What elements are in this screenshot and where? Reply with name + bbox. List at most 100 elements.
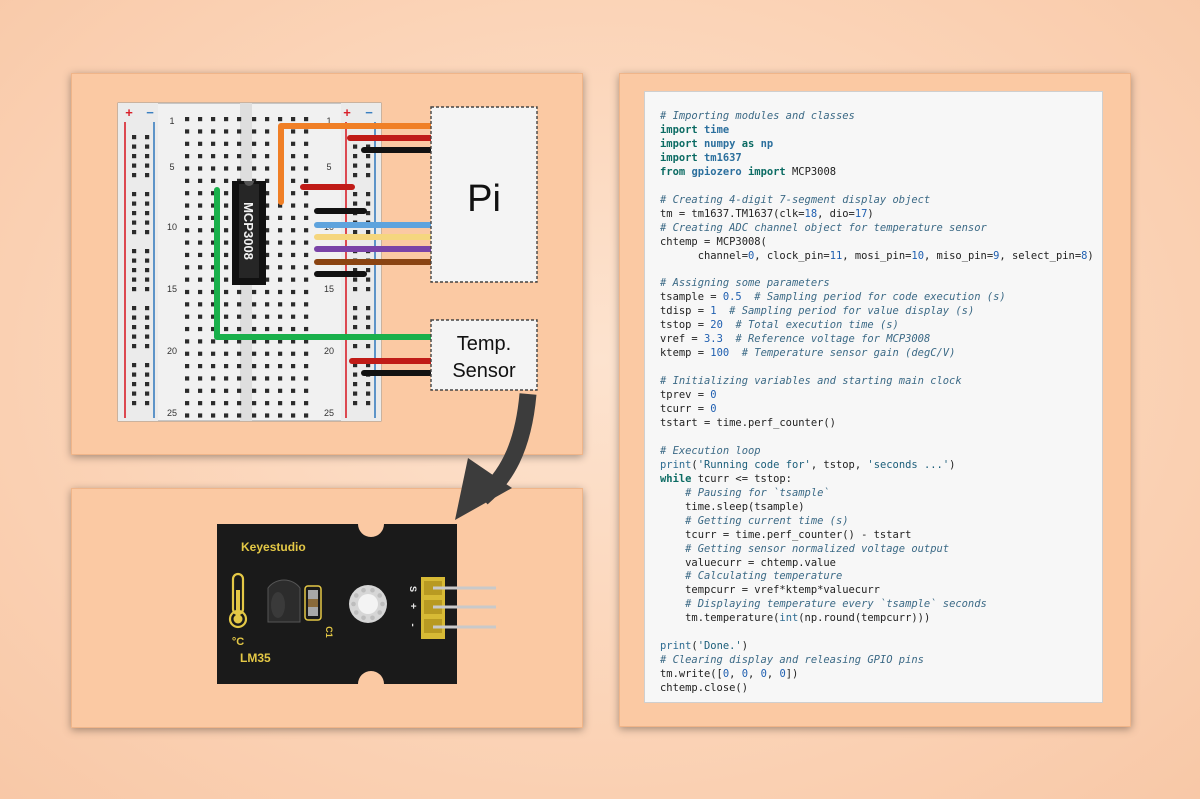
breadboard-hole [353, 344, 358, 349]
breadboard-hole [198, 141, 203, 146]
breadboard-hole [132, 135, 137, 140]
breadboard-hole [211, 277, 216, 282]
breadboard-hole [366, 173, 371, 178]
breadboard-hole [366, 401, 371, 406]
module-unit-label: °C [232, 636, 244, 648]
breadboard-hole [366, 287, 371, 292]
breadboard-hole [304, 129, 309, 134]
mounting-hole-dot [353, 610, 359, 615]
breadboard-hole [278, 401, 283, 406]
breadboard-hole [145, 391, 150, 396]
breadboard-hole [132, 334, 137, 339]
breadboard-hole [278, 289, 283, 295]
breadboard-hole [145, 201, 150, 206]
breadboard-hole [211, 203, 216, 208]
capacitor-label: C1 [324, 626, 334, 638]
row-label-25-right: 25 [324, 408, 334, 418]
breadboard-hole [291, 240, 296, 245]
breadboard-hole [211, 215, 216, 220]
breadboard-hole [252, 141, 257, 146]
breadboard-hole [278, 413, 283, 418]
breadboard-hole [224, 228, 229, 233]
breadboard-hole [291, 289, 296, 295]
temp-sensor-label-line2: Sensor [452, 360, 516, 382]
breadboard-hole [198, 166, 203, 171]
breadboard-hole [185, 178, 190, 183]
breadboard-hole [198, 240, 203, 245]
breadboard-hole [145, 315, 150, 320]
breadboard-hole [291, 277, 296, 282]
breadboard-hole [224, 277, 229, 282]
breadboard-hole [145, 334, 150, 339]
breadboard-hole [145, 144, 150, 149]
breadboard-hole [198, 191, 203, 196]
breadboard-hole [304, 265, 309, 270]
breadboard-hole [278, 228, 283, 233]
row-label-1-left: 1 [169, 116, 174, 126]
breadboard-hole [353, 192, 358, 197]
breadboard-hole [304, 314, 309, 319]
breadboard-hole [291, 339, 296, 344]
breadboard-hole [224, 388, 229, 393]
breadboard-hole [265, 314, 270, 319]
breadboard-hole [145, 192, 150, 197]
breadboard-hole [211, 339, 216, 344]
breadboard-hole [291, 401, 296, 406]
breadboard-hole [304, 117, 309, 122]
breadboard-hole [265, 166, 270, 171]
breadboard-hole [237, 413, 242, 418]
breadboard-hole [198, 376, 203, 381]
breadboard-hole [353, 363, 358, 368]
breadboard-hole [265, 302, 270, 307]
breadboard-hole [224, 117, 229, 122]
pin-label-plus: + [407, 603, 418, 609]
breadboard-hole [211, 413, 216, 418]
breadboard-hole [353, 201, 358, 206]
breadboard-hole [185, 265, 190, 270]
pi-box [430, 106, 538, 283]
breadboard-hole [145, 249, 150, 254]
breadboard-hole [211, 265, 216, 270]
breadboard-hole [291, 215, 296, 220]
mounting-hole-dot [370, 587, 375, 593]
breadboard-hole [366, 211, 371, 216]
breadboard-hole [353, 154, 358, 159]
breadboard-hole [185, 252, 190, 258]
breadboard-hole [211, 388, 216, 393]
breadboard-hole [198, 117, 203, 122]
breadboard-hole [278, 314, 283, 319]
breadboard-hole [304, 252, 309, 258]
breadboard-hole [278, 351, 283, 356]
breadboard-hole [211, 191, 216, 196]
breadboard-hole [291, 376, 296, 381]
capacitor-band [308, 599, 318, 607]
breadboard-hole [252, 166, 257, 171]
breadboard-hole [132, 382, 137, 387]
breadboard-hole [366, 201, 371, 206]
breadboard-hole [304, 240, 309, 245]
breadboard-hole [237, 178, 242, 183]
breadboard-hole [198, 277, 203, 282]
breadboard-hole [224, 401, 229, 406]
module-model-label: LM35 [240, 651, 271, 665]
breadboard-hole [353, 144, 358, 149]
mounting-hole-dot [361, 615, 366, 621]
breadboard-hole [278, 376, 283, 381]
breadboard-hole [211, 129, 216, 134]
breadboard-hole [198, 289, 203, 295]
breadboard-hole [185, 364, 190, 369]
breadboard-hole [198, 388, 203, 393]
breadboard-hole [353, 277, 358, 282]
breadboard-hole [252, 129, 257, 134]
breadboard-hole [132, 306, 137, 311]
breadboard-hole [252, 364, 257, 369]
breadboard-hole [237, 141, 242, 146]
breadboard-hole [265, 401, 270, 406]
breadboard-hole [366, 192, 371, 197]
breadboard-hole [278, 302, 283, 307]
breadboard-hole [132, 372, 137, 377]
breadboard-hole [198, 314, 203, 319]
breadboard-hole [304, 277, 309, 282]
mounting-hole-dot [361, 587, 366, 593]
breadboard-hole [291, 141, 296, 146]
